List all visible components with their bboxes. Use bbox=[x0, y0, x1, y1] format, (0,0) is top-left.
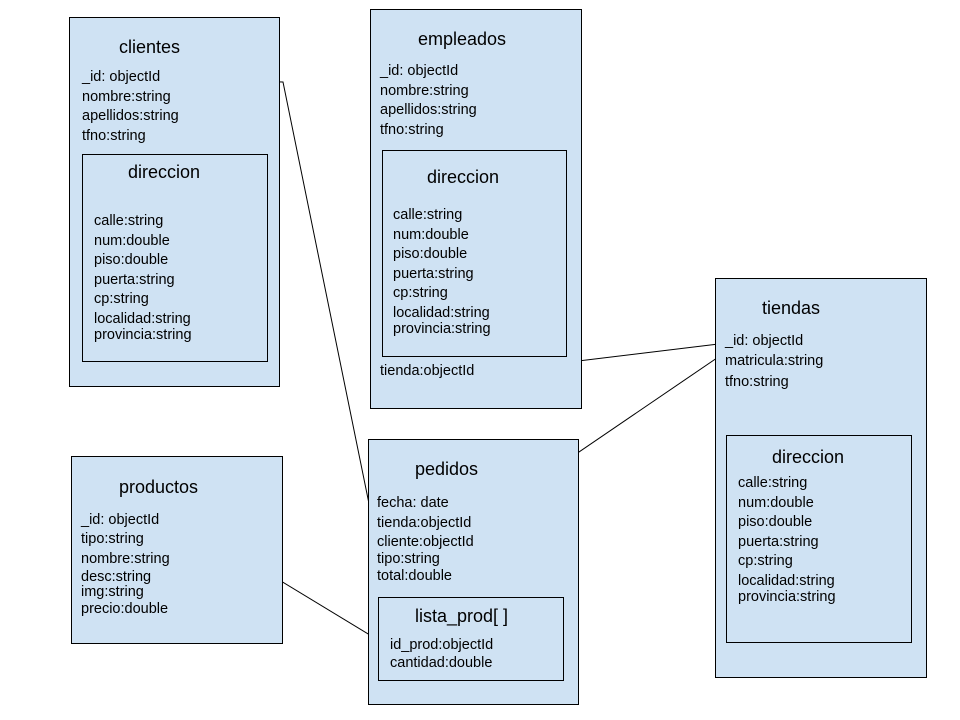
field: _id: objectId bbox=[82, 69, 161, 85]
subdocument-direccion: direccion calle:string num:double piso:d… bbox=[82, 154, 268, 362]
field: piso:double bbox=[94, 252, 169, 268]
field-list: calle:string num:double piso:double puer… bbox=[738, 474, 836, 607]
field: cp:string bbox=[94, 291, 149, 307]
subdocument-title: direccion bbox=[128, 162, 201, 182]
field: precio:double bbox=[81, 601, 169, 617]
field: tfno:string bbox=[725, 374, 789, 390]
entity-tiendas: tiendas _id: objectId matricula:string t… bbox=[715, 278, 927, 678]
entity-title: empleados bbox=[418, 29, 507, 49]
field: localidad:string bbox=[94, 310, 191, 327]
field: calle:string bbox=[393, 207, 463, 223]
field-list-extra: tienda:objectId bbox=[380, 362, 474, 382]
field-list: calle:string num:double piso:double puer… bbox=[393, 206, 491, 339]
field: nombre:string bbox=[380, 82, 469, 99]
field: puerta:string bbox=[393, 265, 474, 282]
field: _id: objectId bbox=[380, 63, 459, 79]
field: puerta:string bbox=[738, 533, 819, 550]
subarray-lista-prod: lista_prod[ ] id_prod:objectId cantidad:… bbox=[378, 597, 564, 681]
field: provincia:string bbox=[94, 326, 192, 343]
field: _id: objectId bbox=[81, 512, 160, 528]
field-tienda: tienda:objectId bbox=[380, 363, 475, 379]
field: piso:double bbox=[393, 246, 468, 262]
field: puerta:string bbox=[94, 271, 175, 288]
field: nombre:string bbox=[81, 551, 170, 567]
field: desc:string bbox=[81, 569, 152, 585]
field: provincia:string bbox=[393, 320, 491, 337]
field-tienda: tienda:objectId bbox=[377, 514, 472, 531]
subdocument-title: direccion bbox=[772, 447, 845, 467]
field: calle:string bbox=[94, 213, 164, 229]
field-list: _id: objectId nombre:string apellidos:st… bbox=[82, 68, 179, 146]
field: piso:double bbox=[738, 514, 813, 530]
field: provincia:string bbox=[738, 588, 836, 605]
field: total:double bbox=[377, 568, 452, 584]
field: tipo:string bbox=[377, 551, 440, 567]
entity-title: clientes bbox=[119, 37, 181, 57]
field: apellidos:string bbox=[82, 108, 179, 124]
entity-title: pedidos bbox=[415, 459, 479, 479]
field: _id: objectId bbox=[725, 333, 804, 349]
field: localidad:string bbox=[393, 304, 490, 321]
field: calle:string bbox=[738, 475, 808, 491]
field: apellidos:string bbox=[380, 102, 477, 118]
field: cantidad:double bbox=[390, 655, 493, 671]
field: tfno:string bbox=[82, 127, 146, 144]
entity-empleados: empleados _id: objectId nombre:string ap… bbox=[370, 9, 582, 409]
entity-productos: productos _id: objectId tipo:string nomb… bbox=[71, 456, 283, 644]
field-list: calle:string num:double piso:double puer… bbox=[94, 212, 192, 345]
subarray-title: lista_prod[ ] bbox=[415, 606, 509, 626]
field-id-prod: id_prod:objectId bbox=[390, 637, 494, 653]
field-list: _id: objectId tipo:string nombre:string … bbox=[81, 511, 170, 620]
field: tfno:string bbox=[380, 121, 444, 138]
field: cp:string bbox=[393, 285, 448, 301]
field: cp:string bbox=[738, 553, 793, 569]
field: matricula:string bbox=[725, 353, 824, 369]
field: nombre:string bbox=[82, 88, 171, 105]
field-list: _id: objectId matricula:string tfno:stri… bbox=[725, 331, 823, 392]
subdocument-direccion: direccion calle:string num:double piso:d… bbox=[382, 150, 567, 357]
entity-pedidos: pedidos fecha: date tienda:objectId clie… bbox=[368, 439, 579, 705]
entity-clientes: clientes _id: objectId nombre:string ape… bbox=[69, 17, 280, 387]
field: fecha: date bbox=[377, 495, 449, 511]
field-list: _id: objectId nombre:string apellidos:st… bbox=[380, 62, 477, 140]
field: localidad:string bbox=[738, 572, 835, 589]
entity-title: productos bbox=[119, 477, 199, 497]
subdocument-direccion: direccion calle:string num:double piso:d… bbox=[726, 435, 912, 643]
field: num:double bbox=[393, 226, 469, 243]
field: num:double bbox=[738, 494, 814, 511]
field: num:double bbox=[94, 232, 170, 249]
subdocument-title: direccion bbox=[427, 167, 500, 187]
field-cliente: cliente:objectId bbox=[377, 534, 474, 550]
entity-title: tiendas bbox=[762, 298, 821, 318]
field: tipo:string bbox=[81, 531, 144, 547]
field: img:string bbox=[81, 584, 144, 600]
field-list: fecha: date tienda:objectId cliente:obje… bbox=[377, 494, 474, 587]
field-list: id_prod:objectId cantidad:double bbox=[390, 636, 493, 674]
